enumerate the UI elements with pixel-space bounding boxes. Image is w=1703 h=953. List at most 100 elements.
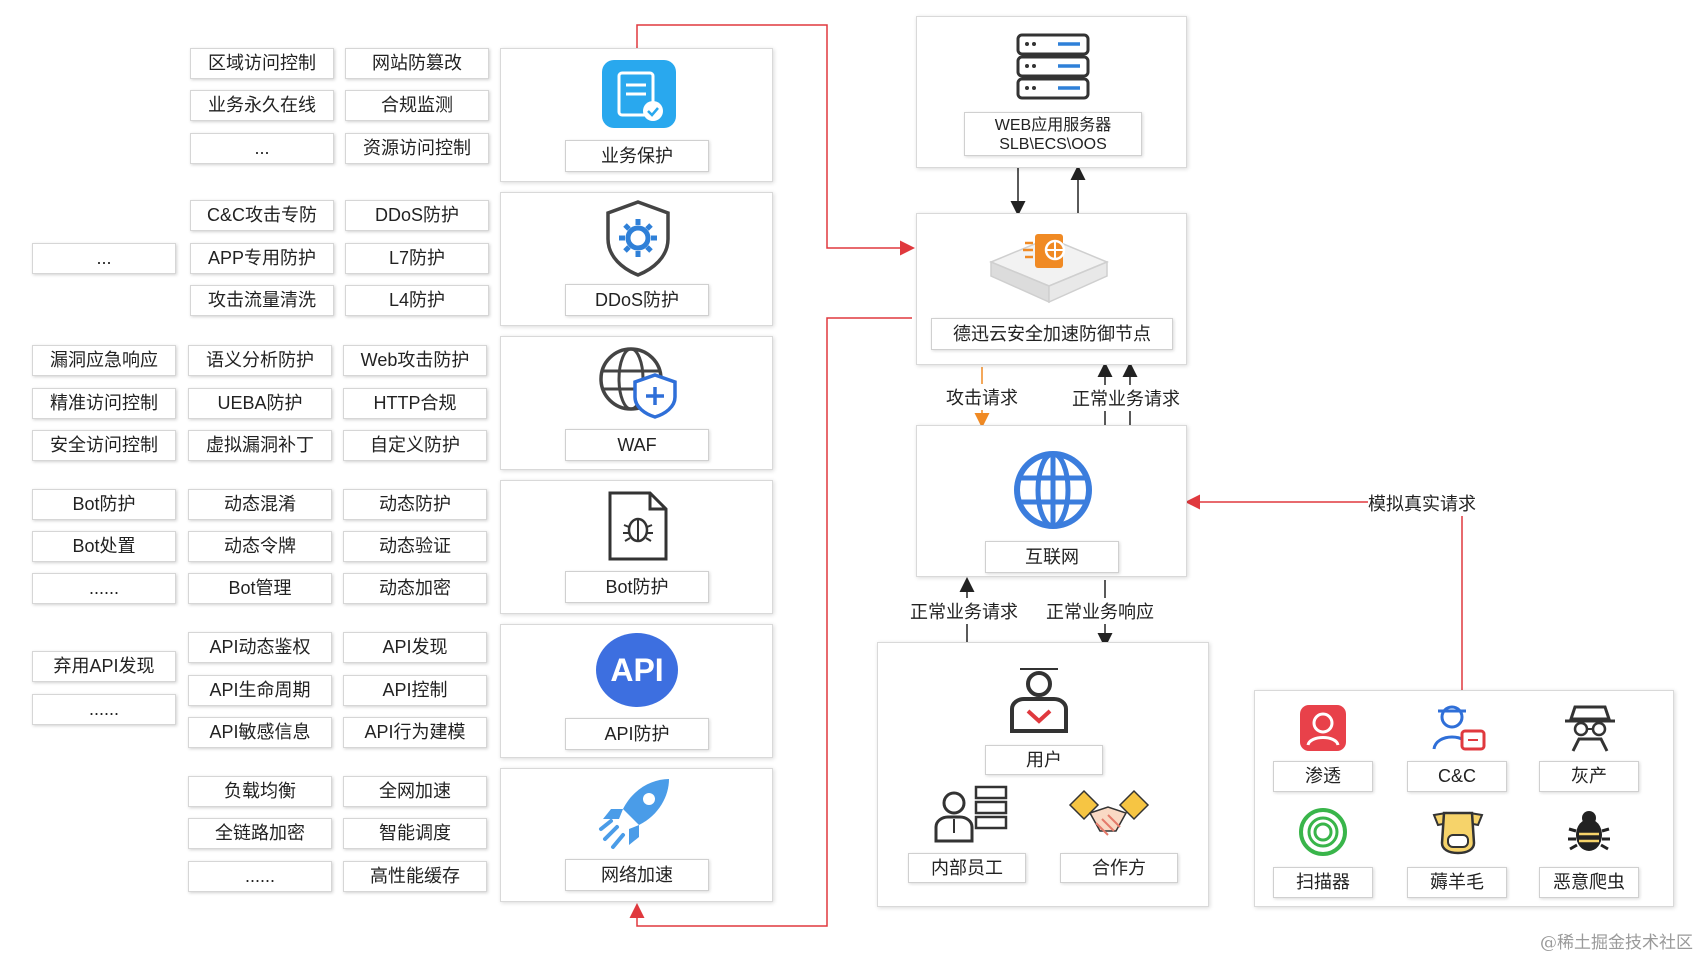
cnc-icon: [1432, 705, 1486, 751]
ddos-protection-panel: DDoS防护: [500, 192, 773, 326]
panel-label: 业务保护: [565, 140, 709, 172]
feature-tag: 区域访问控制: [190, 48, 334, 79]
simulated-request-label: 模拟真实请求: [1368, 490, 1476, 516]
feature-tag: 自定义防护: [343, 430, 487, 461]
feature-tag: HTTP合规: [343, 388, 487, 419]
feature-tag: API敏感信息: [188, 717, 332, 748]
feature-tag: ...: [190, 133, 334, 164]
attack-request-label: 攻击请求: [946, 384, 1018, 410]
bug-file-icon: [608, 491, 668, 561]
feature-tag: DDoS防护: [345, 200, 489, 231]
penetration-icon: [1300, 705, 1346, 751]
feature-tag: 动态令牌: [188, 531, 332, 562]
feature-tag: Bot处置: [32, 531, 176, 562]
feature-tag: 语义分析防护: [188, 345, 332, 376]
users-panel: 用户 内部员工 合作方: [877, 642, 1209, 907]
scanner-icon: [1299, 808, 1347, 856]
web-server-panel: WEB应用服务器 SLB\ECS\OOS: [916, 16, 1187, 168]
globe-icon: [1014, 451, 1092, 529]
normal-response-label: 正常业务响应: [1046, 598, 1154, 624]
api-protection-panel: API API防护: [500, 624, 773, 758]
normal-request-bottom-label: 正常业务请求: [910, 598, 1018, 624]
defense-node-label: 德迅云安全加速防御节点: [931, 318, 1173, 350]
shield-gear-icon: [606, 200, 670, 277]
network-acceleration-panel: 网络加速: [500, 768, 773, 902]
staff-icon: [934, 785, 1008, 843]
red-loop-top: [636, 24, 915, 256]
sheep-icon: [1432, 811, 1484, 855]
feature-tag: ......: [188, 861, 332, 892]
feature-tag: L7防护: [345, 243, 489, 274]
feature-tag: 动态加密: [343, 573, 487, 604]
panel-label: Bot防护: [565, 571, 709, 603]
feature-tag: API行为建模: [343, 717, 487, 748]
feature-tag: 动态混淆: [188, 489, 332, 520]
watermark: @稀土掘金技术社区: [1540, 933, 1693, 953]
api-icon: API: [596, 633, 678, 707]
feature-tag: 合规监测: [345, 90, 489, 121]
feature-tag: 攻击流量清洗: [190, 285, 334, 316]
partner-label: 合作方: [1060, 853, 1178, 883]
feature-tag: C&C攻击专防: [190, 200, 334, 231]
user-icon: [1010, 668, 1068, 733]
document-shield-icon: [602, 60, 676, 128]
feature-tag: API控制: [343, 675, 487, 706]
panel-label: WAF: [565, 429, 709, 461]
threat-label: C&C: [1407, 761, 1507, 792]
staff-label: 内部员工: [908, 853, 1026, 883]
web-server-label: WEB应用服务器 SLB\ECS\OOS: [964, 112, 1142, 156]
feature-tag: ...: [32, 243, 176, 274]
feature-tag: 虚拟漏洞补丁: [188, 430, 332, 461]
red-loop-bottom: [629, 317, 912, 927]
feature-tag: Bot管理: [188, 573, 332, 604]
feature-tag: 业务永久在线: [190, 90, 334, 121]
threats-panel: 渗透 C&C 灰产 扫描器 薅羊毛 恶意爬虫: [1254, 690, 1674, 907]
feature-tag: 全网加速: [343, 776, 487, 807]
feature-tag: 智能调度: [343, 818, 487, 849]
waf-panel: WAF: [500, 336, 773, 470]
normal-request-top-label: 正常业务请求: [1072, 385, 1180, 411]
bug-icon: [1568, 811, 1610, 851]
panel-label: DDoS防护: [565, 284, 709, 316]
feature-tag: APP专用防护: [190, 243, 334, 274]
feature-tag: 漏洞应急响应: [32, 345, 176, 376]
server-icon: [1016, 33, 1090, 100]
red-simulated-line: [1185, 494, 1463, 690]
feature-tag: UEBA防护: [188, 388, 332, 419]
threat-label: 灰产: [1539, 761, 1639, 792]
feature-tag: L4防护: [345, 285, 489, 316]
feature-tag: API发现: [343, 632, 487, 663]
rocket-icon: [599, 779, 669, 849]
user-label: 用户: [985, 745, 1103, 775]
globe-shield-icon: [599, 347, 677, 419]
threat-label: 扫描器: [1273, 867, 1373, 898]
security-node-icon: [989, 234, 1109, 304]
feature-tag: Bot防护: [32, 489, 176, 520]
feature-tag: 动态验证: [343, 531, 487, 562]
feature-tag: Web攻击防护: [343, 345, 487, 376]
bot-protection-panel: Bot防护: [500, 480, 773, 614]
gray-industry-icon: [1565, 705, 1615, 752]
feature-tag: 弃用API发现: [32, 651, 176, 682]
feature-tag: 全链路加密: [188, 818, 332, 849]
server-line-1: WEB应用服务器: [994, 117, 1112, 134]
panel-label: API防护: [565, 718, 709, 750]
feature-tag: 网站防篡改: [345, 48, 489, 79]
threat-label: 恶意爬虫: [1539, 867, 1639, 898]
defense-node-panel: 德迅云安全加速防御节点: [916, 213, 1187, 365]
business-protection-panel: 业务保护: [500, 48, 773, 182]
threat-label: 渗透: [1273, 761, 1373, 792]
feature-tag: 安全访问控制: [32, 430, 176, 461]
server-line-2: SLB\ECS\OOS: [999, 136, 1107, 153]
handshake-icon: [1068, 789, 1150, 836]
feature-tag: API生命周期: [188, 675, 332, 706]
threat-label: 薅羊毛: [1407, 867, 1507, 898]
feature-tag: ......: [32, 694, 176, 725]
internet-panel: 互联网: [916, 425, 1187, 577]
feature-tag: ......: [32, 573, 176, 604]
feature-tag: 负载均衡: [188, 776, 332, 807]
feature-tag: 资源访问控制: [345, 133, 489, 164]
feature-tag: API动态鉴权: [188, 632, 332, 663]
internet-label: 互联网: [985, 541, 1119, 573]
feature-tag: 动态防护: [343, 489, 487, 520]
